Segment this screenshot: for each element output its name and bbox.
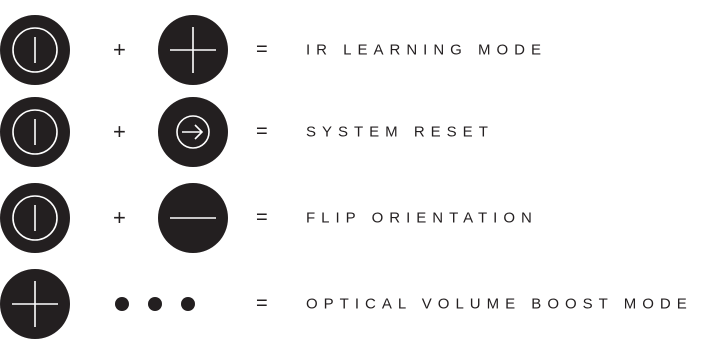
power-icon	[12, 27, 58, 73]
combo-label: SYSTEM RESET	[306, 123, 494, 141]
minus-button	[158, 183, 228, 253]
plus-operator: +	[113, 205, 126, 230]
power-icon	[12, 109, 58, 155]
power-button	[0, 15, 70, 85]
plus-button	[0, 269, 70, 339]
press-dot	[115, 297, 129, 311]
press-dot	[181, 297, 195, 311]
plus-icon	[12, 281, 58, 327]
press-count-dots	[110, 297, 210, 311]
combo-row-flip-orientation: + = FLIP ORIENTATION	[0, 178, 711, 258]
plus-operator: +	[113, 37, 126, 62]
power-icon	[12, 195, 58, 241]
input-button	[158, 97, 228, 167]
combo-label: IR LEARNING MODE	[306, 41, 548, 59]
power-button	[0, 183, 70, 253]
plus-operator: +	[113, 119, 126, 144]
combo-label: FLIP ORIENTATION	[306, 209, 538, 227]
combo-label: OPTICAL VOLUME BOOST MODE	[306, 295, 693, 313]
input-arrow-icon	[176, 115, 210, 149]
press-dot	[148, 297, 162, 311]
equals-sign: =	[256, 206, 268, 229]
plus-button	[158, 15, 228, 85]
combo-row-system-reset: + = SYSTEM RESET	[0, 92, 711, 172]
power-button	[0, 97, 70, 167]
equals-sign: =	[256, 292, 268, 315]
equals-sign: =	[256, 120, 268, 143]
equals-sign: =	[256, 38, 268, 61]
combo-row-volume-boost: = OPTICAL VOLUME BOOST MODE	[0, 264, 711, 344]
minus-icon	[170, 217, 216, 219]
plus-icon	[170, 27, 216, 73]
combo-row-ir-learning: + = IR LEARNING MODE	[0, 10, 711, 90]
